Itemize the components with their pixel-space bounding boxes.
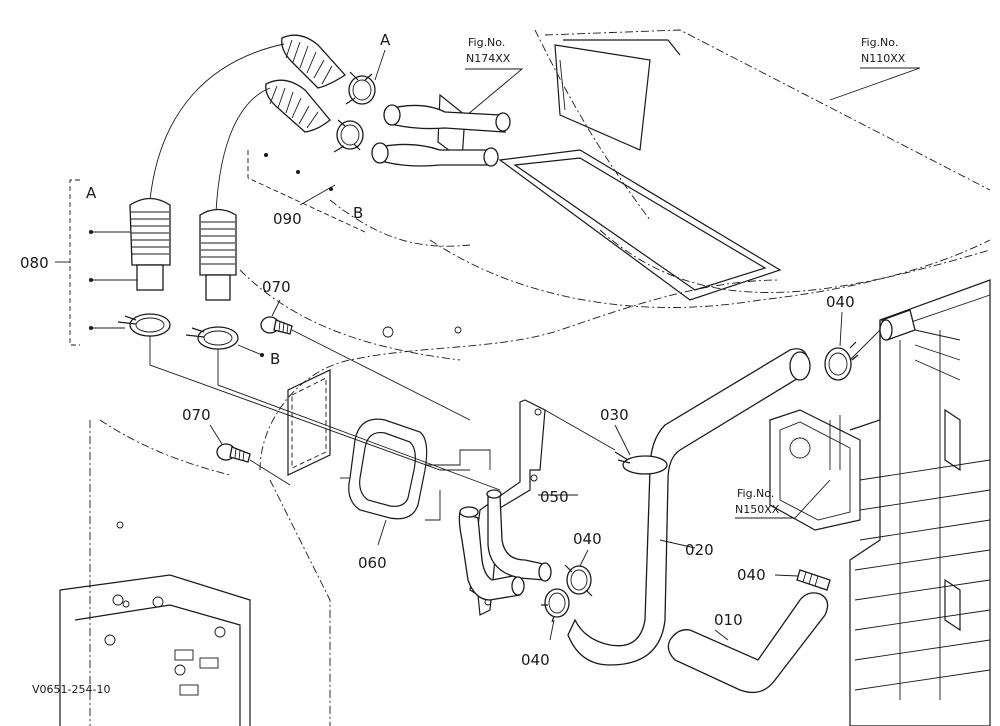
fig-ref-n174-line1: Fig.No. (468, 36, 505, 49)
fig-ref-n174-line2: N174XX (466, 52, 511, 65)
label-080: 080 (20, 254, 49, 272)
label-060: 060 (358, 554, 387, 572)
heater-pipe-bracket (371, 93, 511, 167)
leader-020 (659, 539, 696, 549)
marker-b-left: B (270, 350, 280, 368)
fig-ref-n150-line2: N150XX (735, 503, 780, 516)
label-070-upper: 070 (262, 278, 291, 296)
label-040-right: 040 (737, 566, 766, 584)
hose-line-a (149, 43, 285, 201)
hose-end-080-a (129, 197, 171, 291)
leaders-080-dots (91, 231, 137, 329)
pipe-bracket-050 (458, 399, 552, 616)
housing-outline (89, 29, 991, 726)
hose-line-b (215, 87, 271, 213)
drawing-id: V0651-254-10 (32, 683, 110, 696)
clamp-040-right (796, 569, 831, 591)
clamp-040-lower (541, 588, 570, 623)
corrugated-hose-top-a (281, 34, 346, 89)
clamp-040-top-right (824, 341, 859, 381)
leader-060 (377, 519, 387, 546)
corrugated-hose-top-b (265, 79, 331, 133)
bolt-070-upper (260, 316, 293, 335)
firewall-panel (59, 326, 462, 726)
marker-a-top-leader (374, 49, 386, 81)
clamp-030 (614, 451, 668, 475)
label-070-lower: 070 (182, 406, 211, 424)
marker-a-left: A (86, 184, 97, 202)
clamp-top-b (333, 119, 364, 153)
clamp-left-b (185, 326, 239, 350)
marker-b-top: B (353, 204, 363, 222)
fig-ref-leaders (454, 67, 921, 519)
label-050: 050 (540, 488, 569, 506)
bracket-080 (69, 179, 80, 346)
label-040-bottom: 040 (521, 651, 550, 669)
guide-line-a (149, 336, 470, 471)
label-090: 090 (273, 210, 302, 228)
bracket-090 (247, 150, 366, 233)
guide-line-b (217, 349, 501, 491)
bolt-070-lower (216, 443, 251, 463)
radiator-assembly (769, 279, 991, 726)
clamp-top-a (345, 71, 376, 105)
hose-010 (667, 592, 829, 694)
hose-end-080-b (199, 208, 237, 301)
upper-tank (498, 39, 782, 301)
fig-ref-n110-line1: Fig.No. (861, 36, 898, 49)
marker-a-top: A (380, 31, 391, 49)
clamp-040-upper (564, 564, 593, 597)
clamp-left-a (117, 313, 171, 337)
label-020: 020 (685, 541, 714, 559)
label-040-top-right: 040 (826, 293, 855, 311)
fig-ref-n110-line2: N110XX (861, 52, 906, 65)
label-010: 010 (714, 611, 743, 629)
label-030: 030 (600, 406, 629, 424)
hose-020 (567, 348, 811, 666)
label-040-mid-upper: 040 (573, 530, 602, 548)
fig-ref-n150-line1: Fig.No. (737, 487, 774, 500)
leader-010 (714, 629, 729, 641)
seal-060 (340, 418, 428, 520)
